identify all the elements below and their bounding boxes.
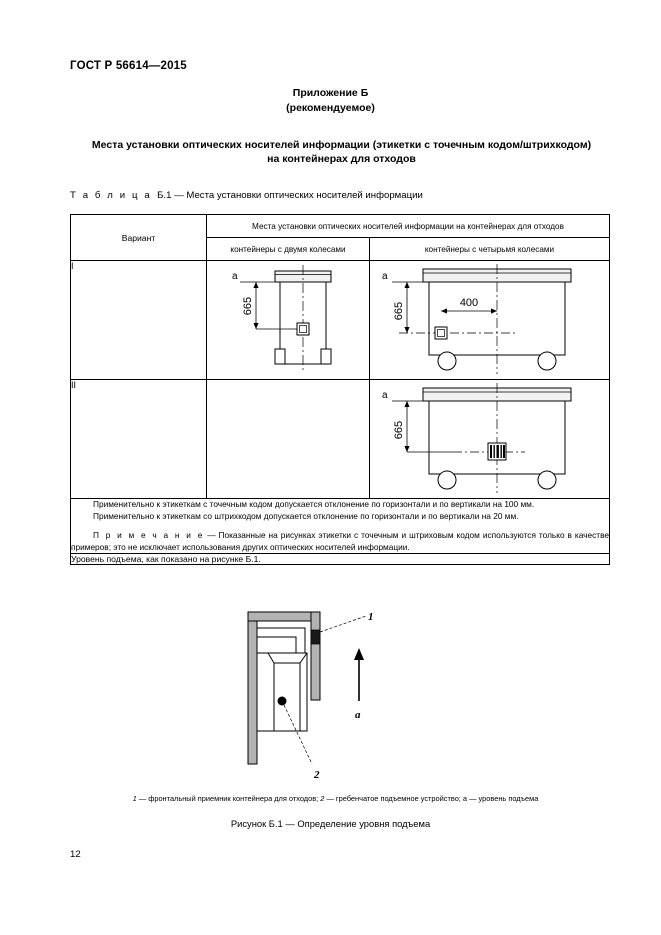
figure-four-wheel-barcode: 665 a (369, 379, 610, 499)
legend-text-a: — уровень подъема (469, 794, 539, 803)
level-label-a-barcode: a (382, 390, 388, 401)
figure-two-wheel-empty (206, 379, 370, 499)
table-lift-row: Уровень подъема, как показано на рисунке… (70, 553, 610, 566)
figure-four-wheel-dotcode: 665 400 a (369, 260, 610, 380)
figure-level-label-a: a (355, 709, 361, 721)
lift-arrow-icon (353, 648, 364, 660)
two-wheel-container-drawing: 665 a (232, 265, 332, 373)
annex-title-line2: на контейнерах для отходов (267, 153, 416, 165)
table-notes: Применительно к этикеткам с точечным код… (70, 497, 610, 555)
annex-title-line1: Места установки оптических носителей инф… (91, 139, 592, 151)
standard-number: ГОСТ Р 56614—2015 (70, 60, 187, 72)
figure-legend: 1 — фронтальный приемник контейнера для … (70, 793, 601, 804)
variant-label-1: I (70, 260, 207, 380)
figure-b1: 1 2 a (0, 606, 661, 786)
header-group: Места установки оптических носителей инф… (206, 214, 610, 238)
callout-2-marker (277, 696, 286, 706)
table-caption: Т а б л и ц а Б.1 — Места установки опти… (70, 190, 423, 201)
lift-level-note: Уровень подъема, как показано на рисунке… (70, 553, 610, 566)
table-header-row-1: Вариант Места установки оптических носит… (70, 214, 610, 261)
header-two-wheels: контейнеры с двумя колесами (206, 237, 370, 261)
note-paragraph: П р и м е ч а н и е — Показанные на рису… (71, 530, 609, 553)
dimension-665-two-wheel: 665 (242, 297, 254, 315)
table-caption-number: Б.1 (157, 190, 172, 201)
page-number: 12 (70, 849, 81, 860)
legend-num-a: a (462, 794, 468, 803)
legend-text-1: — фронтальный приемник контейнера для от… (138, 794, 319, 803)
annex-heading: Приложение Б (рекомендуемое) (0, 86, 661, 116)
header-four-wheels: контейнеры с четырьмя колесами (369, 237, 610, 261)
annex-title: Места установки оптических носителей инф… (72, 138, 611, 166)
note-tolerance-barcode: Применительно к этикеткам со штрихкодом … (93, 510, 519, 521)
lift-level-drawing: 1 2 a (247, 611, 374, 781)
callout-1-marker (310, 629, 320, 645)
dimension-665-barcode: 665 (393, 421, 405, 439)
figure-caption: Рисунок Б.1 — Определение уровня подъема (230, 818, 431, 829)
dimension-665-four-wheel: 665 (393, 302, 405, 320)
note-keyword: П р и м е ч а н и е (93, 530, 205, 541)
figure-callout-2: 2 (313, 769, 320, 781)
table-caption-text: — Места установки оптических носителей и… (174, 190, 423, 201)
annex-label: Приложение Б (292, 87, 369, 99)
dimension-400-four-wheel: 400 (459, 297, 477, 309)
figure-two-wheel-dotcode: 665 a (206, 260, 370, 380)
legend-num-1: 1 (132, 794, 137, 803)
annex-status: (рекомендуемое) (286, 102, 375, 114)
table-row: I (70, 260, 610, 380)
figure-callout-1: 1 (368, 611, 374, 623)
note-tolerance-dotcode: Применительно к этикеткам с точечным код… (93, 499, 535, 509)
legend-text-2: — гребенчатое подъемное устройство; (326, 794, 461, 803)
header-variant: Вариант (70, 214, 207, 261)
table-notes-row: Применительно к этикеткам с точечным код… (70, 497, 610, 555)
level-label-a-two-wheel: a (232, 271, 238, 282)
legend-num-2: 2 (320, 794, 325, 803)
table-caption-prefix: Т а б л и ц а (70, 190, 152, 201)
four-wheel-container-drawing: 665 400 a (382, 264, 571, 374)
note-dash: — (207, 530, 216, 541)
installation-places-table: Вариант Места установки оптических носит… (70, 214, 610, 566)
note-body: Показанные на рисунках этикетки с точечн… (71, 530, 609, 552)
table-row: II (70, 379, 610, 499)
barcode-stripes (489, 445, 505, 458)
variant-label-2: II (70, 379, 207, 499)
four-wheel-container-barcode-drawing: 665 a (382, 383, 571, 493)
level-label-a-four-wheel: a (382, 271, 388, 282)
